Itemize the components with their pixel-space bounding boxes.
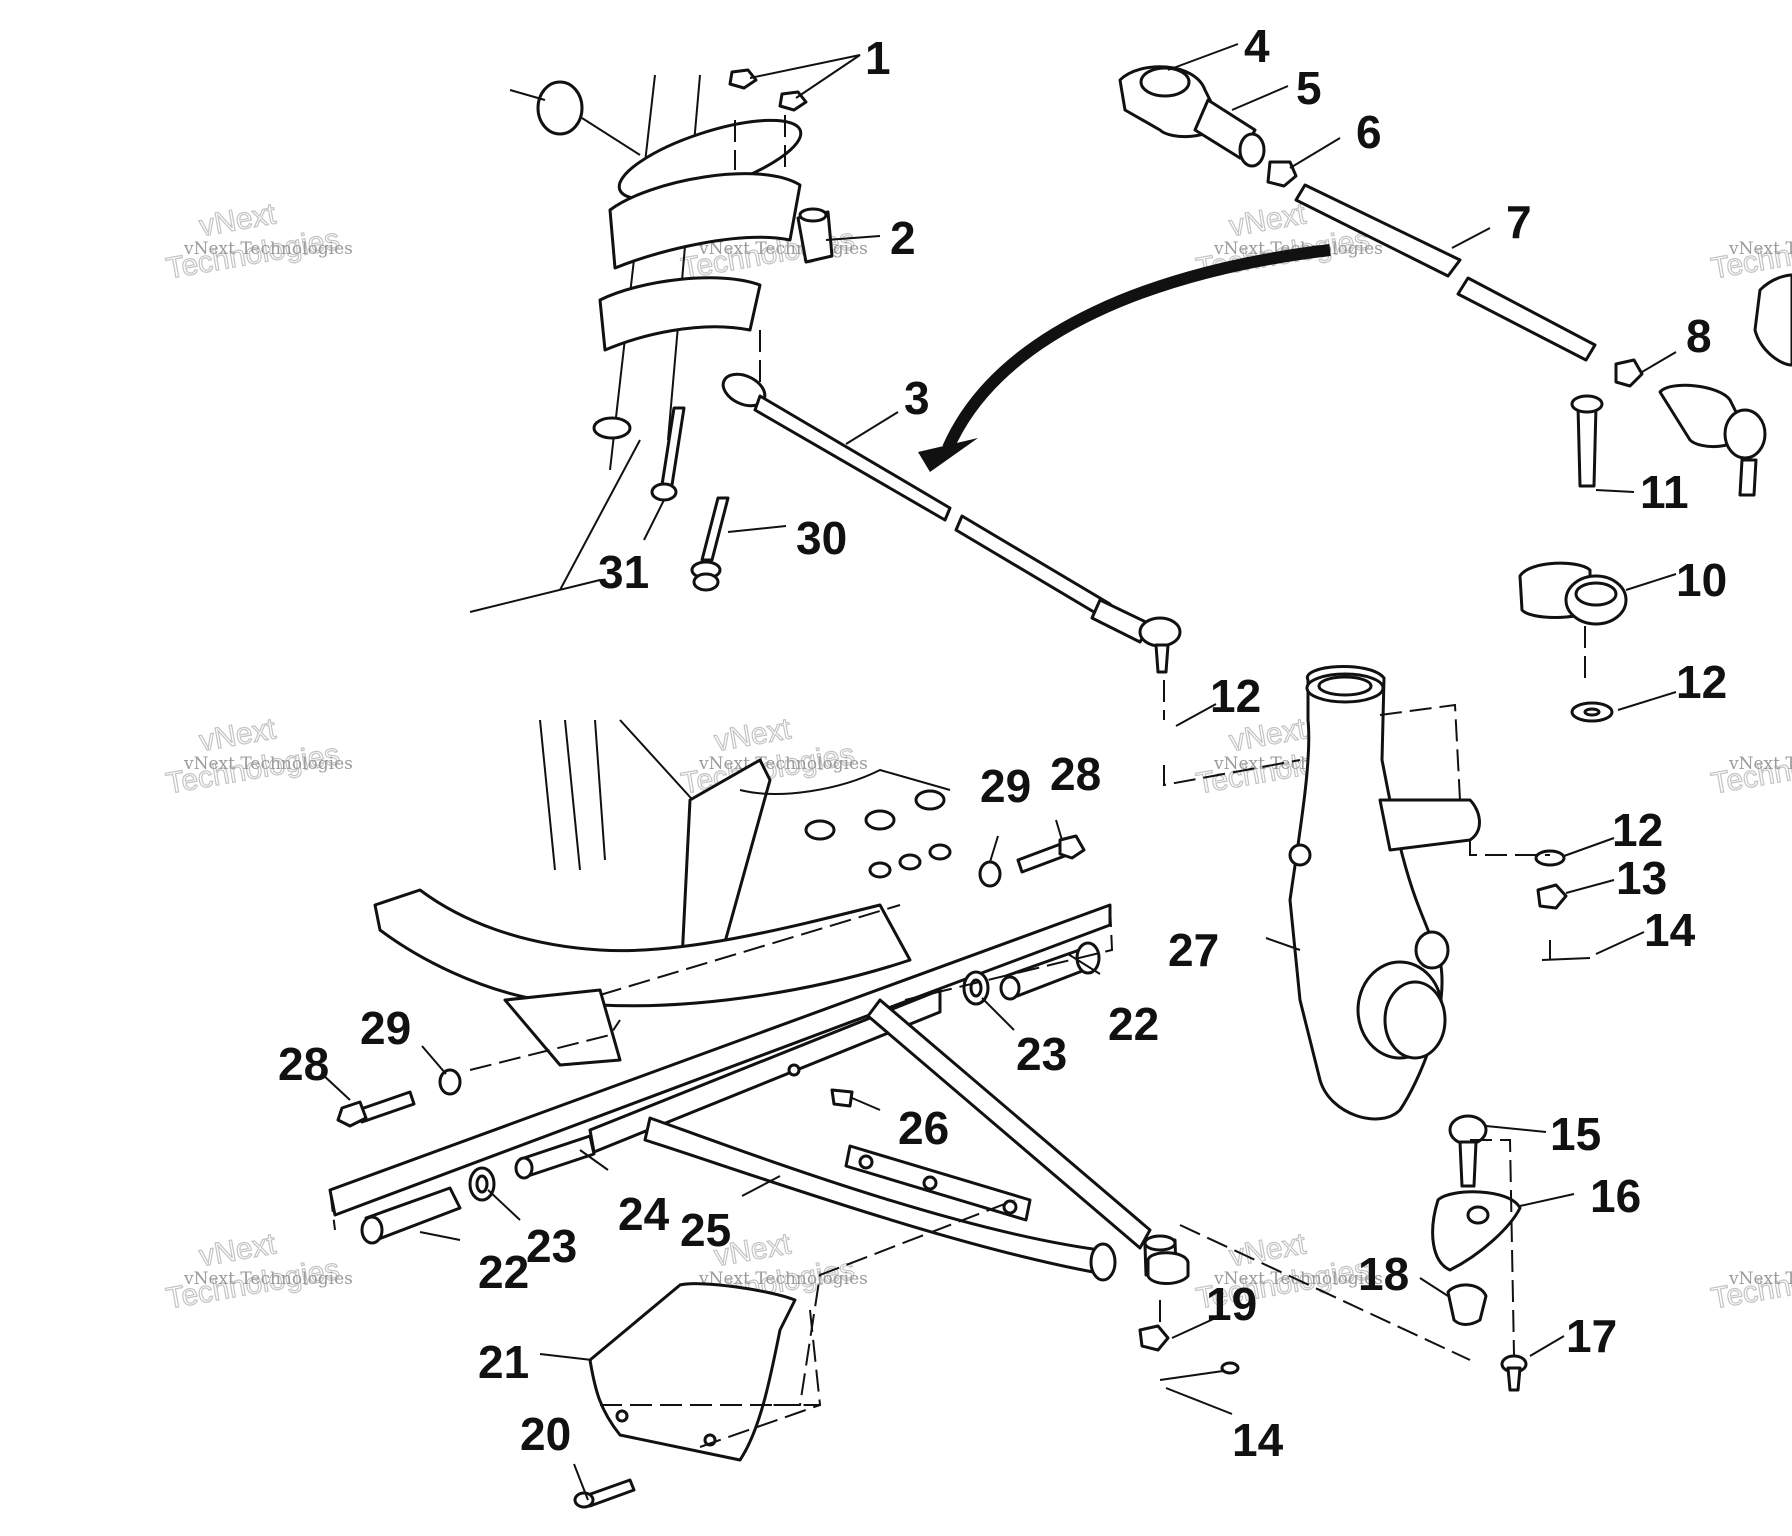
- callout-7: 7: [1506, 196, 1532, 248]
- svg-text:vNext Technologies: vNext Technologies: [183, 239, 353, 259]
- callout-24: 24: [618, 1188, 670, 1240]
- watermark: Technologies vNext vNext Technologies: [163, 197, 353, 287]
- svg-text:vNext Technologies: vNext Technologies: [1728, 1269, 1792, 1289]
- tie-rod-end: [1518, 394, 1628, 723]
- callout-18: 18: [1358, 1248, 1409, 1300]
- callouts: 1 2 3 4 5 6 7 8 10 11 12 12 12 13 14 14 …: [278, 20, 1727, 1466]
- callout-27: 27: [1168, 924, 1219, 976]
- svg-text:vNext Technologies: vNext Technologies: [698, 1269, 868, 1289]
- callout-12a: 12: [1210, 670, 1261, 722]
- bolt-30: [690, 496, 730, 592]
- hardware-right: [1431, 849, 1591, 1392]
- svg-text:vNext Technologies: vNext Technologies: [183, 1269, 353, 1289]
- steering-post: [469, 74, 834, 613]
- callout-10: 10: [1676, 554, 1727, 606]
- callout-15: 15: [1550, 1108, 1601, 1160]
- watermarks: Technologies vNext vNext Technologies Te…: [163, 197, 1792, 1317]
- a-arm-guard: [573, 1282, 1240, 1509]
- callout-22a: 22: [478, 1246, 529, 1298]
- callout-4: 4: [1244, 20, 1270, 72]
- direction-arrow: [918, 244, 1331, 472]
- callout-26: 26: [898, 1102, 949, 1154]
- callout-23b: 23: [1016, 1028, 1067, 1080]
- leader-lines: [321, 43, 1677, 1501]
- callout-2: 2: [890, 212, 916, 264]
- callout-28b: 28: [1050, 748, 1101, 800]
- callout-5: 5: [1296, 62, 1322, 114]
- callout-8: 8: [1686, 310, 1712, 362]
- assembly-lines: [329, 115, 1586, 1448]
- svg-text:vNext Technologies: vNext Technologies: [1728, 239, 1792, 259]
- callout-29a: 29: [360, 1002, 411, 1054]
- svg-text:vNext Technologies: vNext Technologies: [183, 754, 353, 774]
- callout-1: 1: [865, 32, 891, 84]
- watermark: Technologies vNext vNext Technologies: [678, 712, 868, 802]
- drag-link: [1118, 65, 1792, 497]
- tie-rod: [721, 372, 1182, 674]
- watermark: Technologies vNext vNext Technologies: [163, 712, 353, 802]
- callout-23a: 23: [526, 1220, 577, 1272]
- watermark: Technologies vNext vNext Technologies: [163, 1227, 353, 1317]
- callout-31: 31: [598, 546, 649, 598]
- svg-text:vNext Technologies: vNext Technologies: [1728, 754, 1792, 774]
- svg-text:vNext Technologies: vNext Technologies: [698, 239, 868, 259]
- frame-bracket: [373, 719, 952, 1067]
- watermark: Technologies vNext Technologies: [1708, 737, 1792, 801]
- watermark: Technologies vNext Technologies: [1708, 1252, 1792, 1316]
- callout-12b: 12: [1676, 656, 1727, 708]
- nut-1a: [728, 68, 758, 90]
- callout-28a: 28: [278, 1038, 329, 1090]
- callout-6: 6: [1356, 106, 1382, 158]
- callout-12c: 12: [1612, 804, 1663, 856]
- callout-11: 11: [1640, 466, 1689, 518]
- bolt-31: [650, 406, 686, 502]
- callout-21: 21: [478, 1336, 529, 1388]
- spindle: [1288, 664, 1481, 1121]
- callout-29b: 29: [980, 760, 1031, 812]
- callout-22b: 22: [1108, 998, 1159, 1050]
- callout-14a: 14: [1644, 904, 1696, 956]
- callout-17: 17: [1566, 1310, 1617, 1362]
- bushings-and-bolts: [336, 834, 1101, 1245]
- callout-16: 16: [1590, 1170, 1641, 1222]
- callout-20: 20: [520, 1408, 571, 1460]
- callout-25: 25: [680, 1204, 731, 1256]
- callout-3: 3: [904, 372, 930, 424]
- callout-13: 13: [1616, 852, 1667, 904]
- callout-30: 30: [796, 512, 847, 564]
- callout-19: 19: [1206, 1278, 1257, 1330]
- callout-14b: 14: [1232, 1414, 1284, 1466]
- svg-text:vNext Technologies: vNext Technologies: [698, 754, 868, 774]
